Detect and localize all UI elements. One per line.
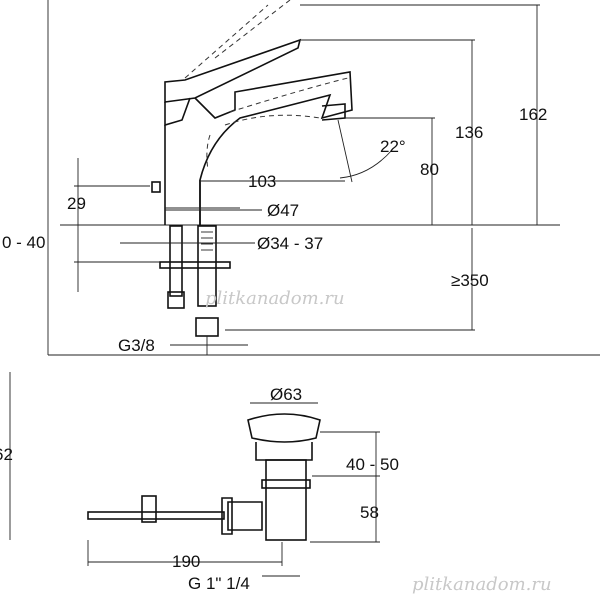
watermark-1: plitkanadom.ru [205, 288, 345, 309]
dim-label-103: 103 [248, 172, 276, 191]
fitting-right [195, 317, 219, 337]
spout-body [194, 71, 353, 225]
hose-right [197, 225, 217, 307]
flange [255, 442, 313, 461]
dim-label-angle: 22° [380, 137, 406, 156]
popup-cap [247, 413, 321, 443]
mounting-plate [159, 261, 231, 269]
dim-label-thread: G 1" 1/4 [188, 574, 250, 593]
connector-nut [221, 497, 233, 535]
dim-label-80: 80 [420, 160, 439, 179]
watermark-2: plitkanadom.ru [412, 574, 552, 595]
body-cap [164, 97, 191, 127]
dim-arc-22 [337, 119, 393, 183]
rod-clip [141, 495, 157, 523]
lock-nut [261, 479, 311, 489]
supply-hoses [159, 225, 231, 355]
side-connector [227, 501, 263, 531]
dim-label-34-37: Ø34 - 37 [257, 234, 323, 253]
dim-label-47: Ø47 [267, 201, 299, 220]
dim-label-136: 136 [455, 123, 483, 142]
hose-left [169, 225, 183, 297]
dim-label-29: 29 [67, 194, 86, 213]
spout-swing-outline [206, 77, 349, 171]
handle-lever [164, 38, 302, 103]
dim-label-58: 58 [360, 503, 379, 522]
dim-label-g38: G3/8 [118, 336, 155, 355]
dim-label-350: ≥350 [451, 271, 489, 290]
handle-raised-outline [184, 0, 291, 79]
dim-label-40-50: 40 - 50 [346, 455, 399, 474]
dim-label-162: 162 [519, 105, 547, 124]
dim-label-0-40: 0 - 40 [2, 233, 45, 252]
fitting-left [167, 291, 185, 309]
aerator [321, 103, 346, 121]
drain-body [265, 459, 307, 541]
dim-label-63: Ø63 [270, 385, 302, 404]
dim-label-62-left: 62 [0, 445, 13, 464]
drain-drawing: 62 Ø63 40 - 50 58 190 G 1" 1/4 [0, 372, 399, 593]
side-knob [151, 181, 161, 193]
faucet-drawing: 162 136 80 22° 103 29 Ø47 0 - 40 Ø34 - 3… [2, 0, 600, 356]
dim-label-190: 190 [172, 552, 200, 571]
